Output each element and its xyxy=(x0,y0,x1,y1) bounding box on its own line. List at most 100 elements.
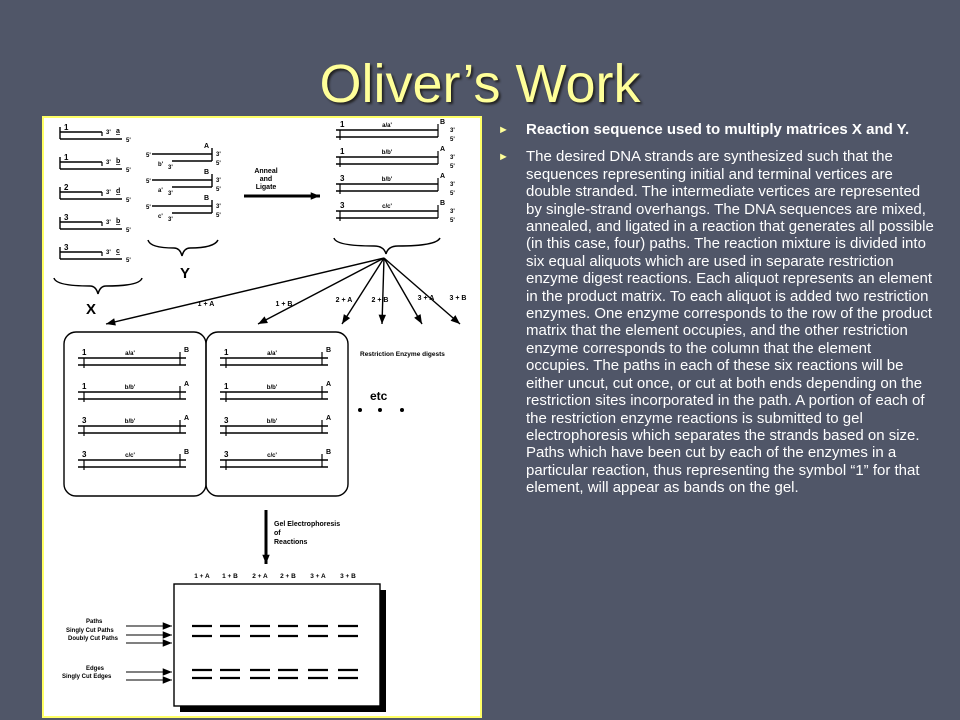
lane-label: 2 + A xyxy=(252,573,268,580)
junction-label: b/b' xyxy=(382,177,393,183)
gel-side-label: Edges xyxy=(86,666,105,672)
aliquot-arrow xyxy=(257,257,385,325)
arrowhead xyxy=(450,315,460,324)
prime-label: 3' xyxy=(106,250,111,256)
diagram-canvas: 13'a5'13'b5'23'd5'33'b5'33'c5'X5'b'3'A3'… xyxy=(53,119,467,712)
vertex-number: 3 xyxy=(64,213,69,222)
junction-label: a/a' xyxy=(267,351,277,357)
prime-label: 5' xyxy=(216,187,221,193)
aliquot-arrow xyxy=(383,257,461,325)
arrowhead xyxy=(162,622,172,630)
lane-label: 2 + B xyxy=(280,573,296,580)
vertex-label: B xyxy=(204,169,209,176)
prime-label: 5' xyxy=(450,191,455,197)
arrowhead xyxy=(342,314,351,324)
reaction-label: 3 + B xyxy=(450,295,467,302)
arrowhead xyxy=(162,631,172,639)
bullet-text: The desired DNA strands are synthesized … xyxy=(526,148,934,497)
aliquot-arrow xyxy=(105,257,385,325)
reaction-box xyxy=(205,331,349,497)
prime-label: 3' xyxy=(216,204,221,210)
junction-label: c/c' xyxy=(125,453,135,459)
reaction-label: 3 + A xyxy=(418,295,435,302)
arrowhead xyxy=(106,318,116,326)
vertex-number: 3 xyxy=(82,450,87,459)
prime-label: 3' xyxy=(106,220,111,226)
paths-brace xyxy=(333,237,441,255)
vertex-label: b' xyxy=(158,162,164,168)
prime-label: 3' xyxy=(216,152,221,158)
arrowhead xyxy=(162,668,172,676)
bullet-item: ►Reaction sequence used to multiply matr… xyxy=(496,121,934,138)
arrowhead xyxy=(162,676,172,684)
junction-label: b/b' xyxy=(382,150,393,156)
junction-label: b/b' xyxy=(125,419,136,425)
vertex-number: 3 xyxy=(224,416,229,425)
prime-label: 5' xyxy=(126,258,131,264)
vertex-label: b xyxy=(116,218,120,225)
gel-step-label: Reactions xyxy=(274,539,308,546)
gel-step-label: of xyxy=(274,530,281,537)
prime-label: 3' xyxy=(106,190,111,196)
ellipsis-dot xyxy=(378,408,382,412)
arrowhead xyxy=(378,314,386,324)
junction-label: c/c' xyxy=(382,204,392,210)
prime-label: 5' xyxy=(146,205,151,211)
ellipsis-dot xyxy=(358,408,362,412)
junction-label: c/c' xyxy=(267,453,277,459)
vertex-label: A xyxy=(326,381,331,388)
bullet-item: ►The desired DNA strands are synthesized… xyxy=(496,148,934,496)
ellipsis-dot xyxy=(400,408,404,412)
junction-label: b/b' xyxy=(267,419,278,425)
reaction-label: 2 + B xyxy=(372,297,389,304)
aliquot-arrow xyxy=(381,257,385,325)
vertex-label: A xyxy=(184,415,189,422)
arrowhead xyxy=(310,192,320,200)
prime-label: 3' xyxy=(450,155,455,161)
arrowhead xyxy=(414,314,422,324)
vertex-label: B xyxy=(204,195,209,202)
aliquot-arrow xyxy=(383,257,423,325)
junction-label: b/b' xyxy=(125,385,136,391)
gel-side-label: Singly Cut Paths xyxy=(66,628,114,634)
gel-step-label: Gel Electrophoresis xyxy=(274,521,340,528)
prime-label: 3' xyxy=(450,209,455,215)
vertex-label: A xyxy=(440,146,445,153)
prime-label: 3' xyxy=(216,178,221,184)
reaction-label: 1 + B xyxy=(276,301,293,308)
reaction-label: 1 + A xyxy=(198,301,215,308)
lane-label: 1 + A xyxy=(194,573,210,580)
vertex-label: A xyxy=(184,381,189,388)
prime-label: 5' xyxy=(450,137,455,143)
vertex-label: d xyxy=(116,188,120,195)
prime-label: 5' xyxy=(126,198,131,204)
vertex-label: c xyxy=(116,248,120,255)
vertex-label: a' xyxy=(158,188,163,194)
vertex-number: 1 xyxy=(82,382,87,391)
prime-label: 3' xyxy=(450,128,455,134)
vertex-number: 2 xyxy=(64,183,69,192)
prime-label: 5' xyxy=(126,228,131,234)
vertex-number: 1 xyxy=(224,348,229,357)
prime-label: 3' xyxy=(168,165,173,171)
vertex-number: 3 xyxy=(224,450,229,459)
vertex-number: 3 xyxy=(82,416,87,425)
y-brace xyxy=(147,239,219,257)
vertex-label: B xyxy=(440,200,445,207)
arrowhead xyxy=(258,316,268,324)
vertex-label: a xyxy=(116,128,120,135)
vertex-number: 1 xyxy=(340,147,345,156)
bullet-list: ►Reaction sequence used to multiply matr… xyxy=(496,121,934,507)
vertex-label: B xyxy=(326,449,331,456)
prime-label: 5' xyxy=(146,179,151,185)
prime-label: 5' xyxy=(216,161,221,167)
triangle-bullet-icon: ► xyxy=(498,124,509,136)
gel-side-label: Singly Cut Edges xyxy=(62,674,112,680)
vertex-label: c' xyxy=(158,214,163,220)
anneal-label: Ligate xyxy=(256,184,277,191)
vertex-label: B xyxy=(326,347,331,354)
arrowhead xyxy=(262,554,270,564)
vertex-number: 1 xyxy=(224,382,229,391)
gel-box xyxy=(173,583,381,707)
vertex-label: B xyxy=(184,347,189,354)
